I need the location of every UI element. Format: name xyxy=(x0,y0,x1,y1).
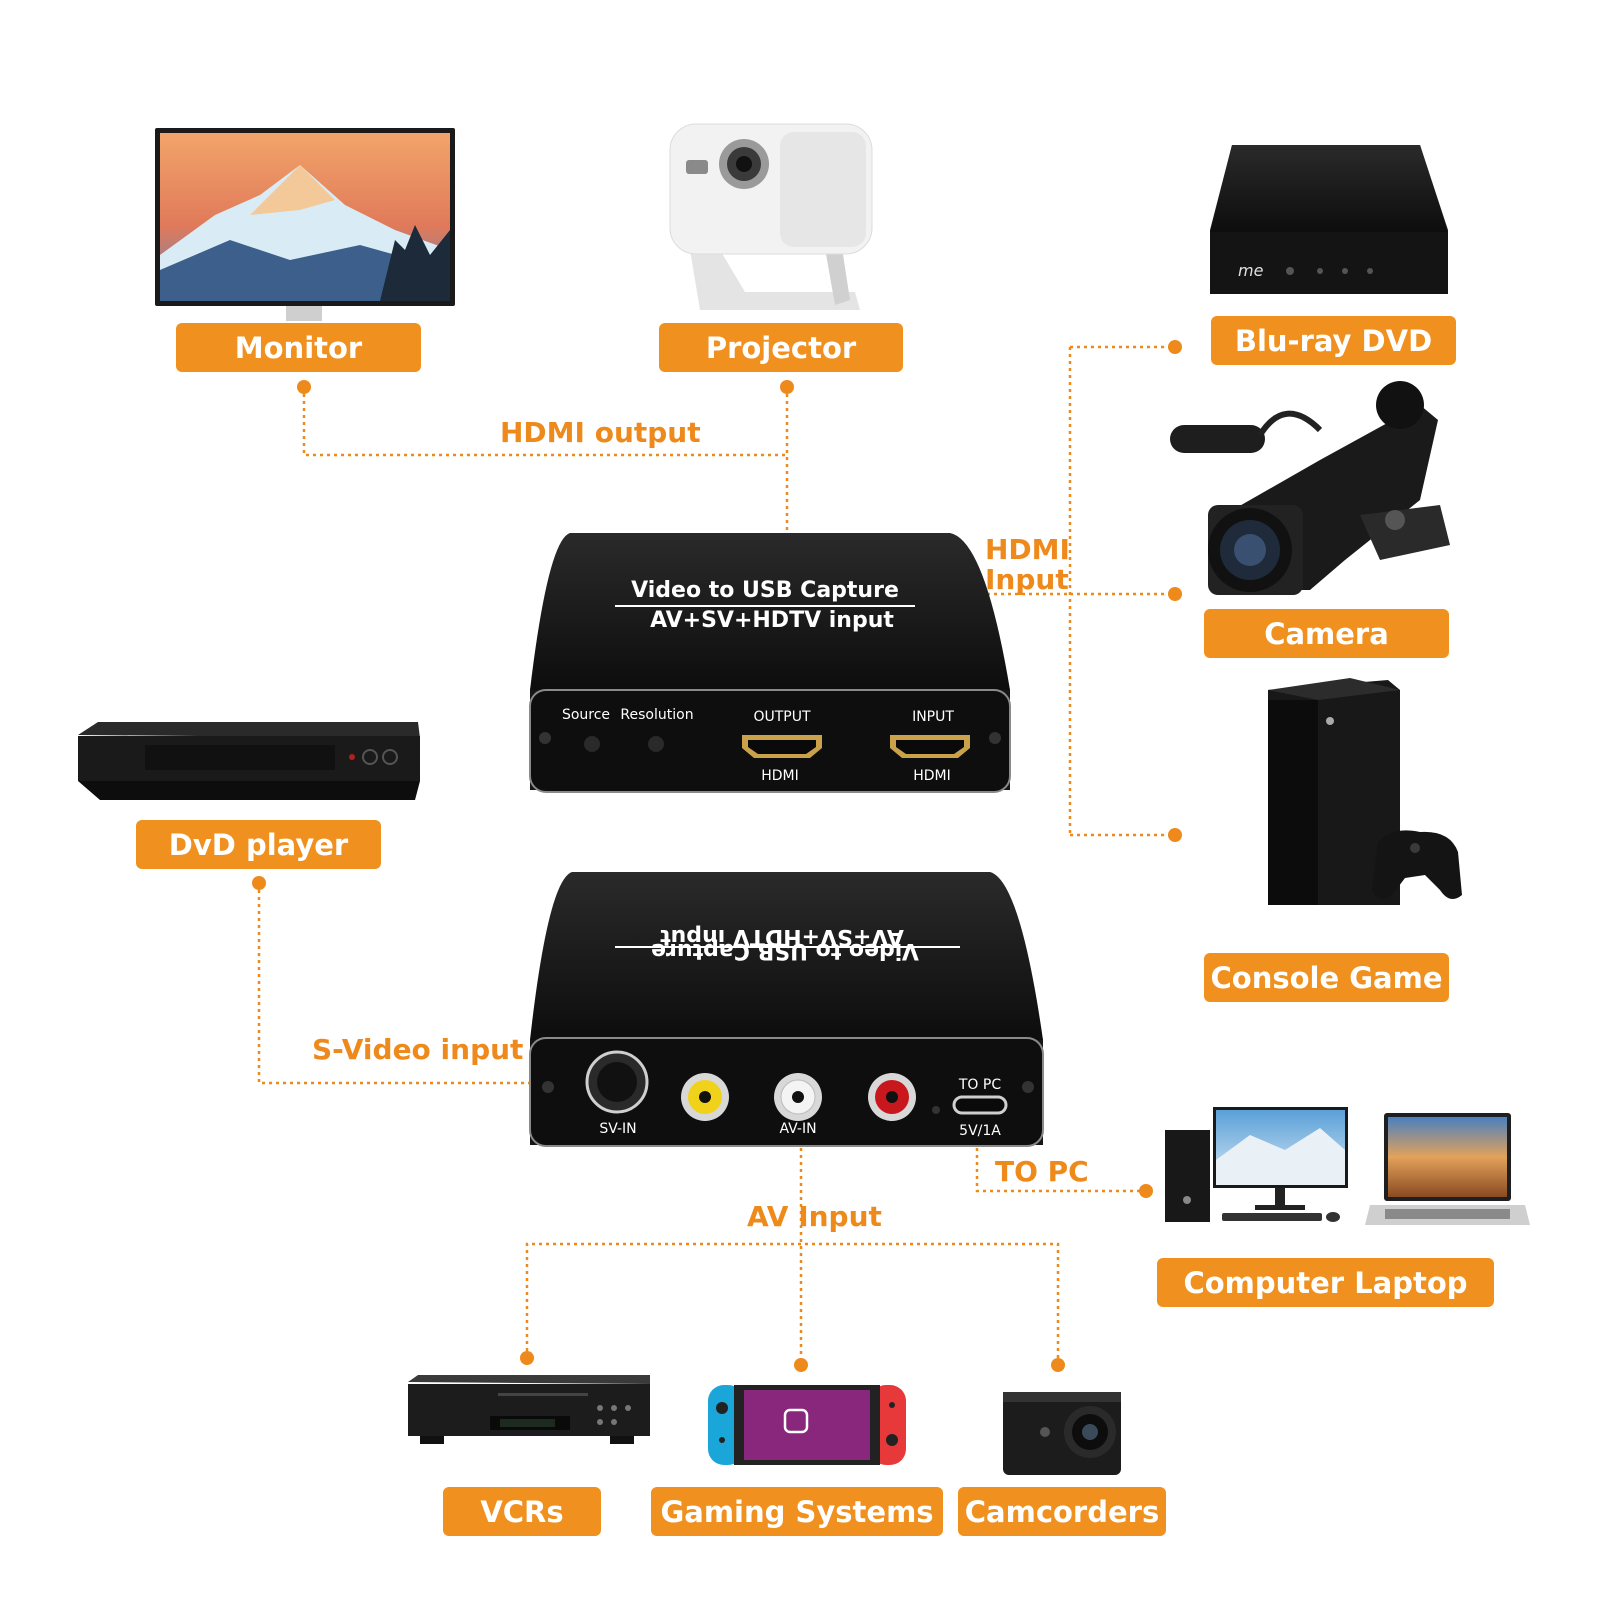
to-pc-text: TO PC xyxy=(995,1155,1089,1188)
power-rating-label: 5V/1A xyxy=(959,1123,1001,1139)
hdmi-input-port-label: INPUT xyxy=(912,709,954,725)
monitor-icon xyxy=(155,128,455,321)
line-monitor xyxy=(302,387,787,457)
svideo-input-text: S-Video input xyxy=(312,1033,524,1066)
hdmi-output-text: HDMI output xyxy=(500,416,701,449)
to-pc-port-label: TO PC xyxy=(958,1077,1001,1093)
capture-device-bottom xyxy=(529,872,1044,1147)
console-game-label: Console Game xyxy=(1204,953,1449,1002)
bluray-label: Blu-ray DVD xyxy=(1211,316,1456,365)
hdmi-input-text-line2: Input xyxy=(985,563,1069,596)
handheld-console-icon xyxy=(708,1385,906,1465)
top-device-title: Video to USB Capture xyxy=(631,578,899,603)
projector-icon xyxy=(669,123,873,310)
connector-lines xyxy=(257,345,1175,1365)
camcorder-icon xyxy=(1003,1392,1121,1475)
projector-label: Projector xyxy=(659,323,903,372)
svg-text:me: me xyxy=(1238,261,1264,280)
resolution-button-label: Resolution xyxy=(620,707,693,723)
line-av-bus xyxy=(525,1242,1060,1365)
bottom-device-subtitle: AV+SV+HDTV input xyxy=(660,924,904,949)
laptop-icon xyxy=(1365,1113,1530,1225)
gaming-systems-label: Gaming Systems xyxy=(651,1487,943,1536)
sv-in-label: SV-IN xyxy=(599,1121,636,1137)
desktop-computer-icon xyxy=(1165,1107,1348,1222)
hdmi-left-label: HDMI xyxy=(761,768,799,784)
game-console-icon xyxy=(1268,678,1462,905)
capture-device-top xyxy=(529,533,1011,793)
monitor-label: Monitor xyxy=(176,323,421,372)
connector-dots xyxy=(252,340,1182,1372)
source-button-label: Source xyxy=(562,707,610,723)
camera-label: Camera xyxy=(1204,609,1449,658)
bluray-player-icon: me xyxy=(1210,145,1448,294)
dvd-player-icon xyxy=(78,722,420,800)
vcrs-label: VCRs xyxy=(443,1487,601,1536)
hdmi-right-label: HDMI xyxy=(913,768,951,784)
av-in-label: AV-IN xyxy=(779,1121,816,1137)
video-camera-icon xyxy=(1170,381,1450,595)
dvd-player-label: DvD player xyxy=(136,820,381,869)
top-device-subtitle: AV+SV+HDTV input xyxy=(650,608,894,633)
av-input-text: AV Input xyxy=(747,1200,882,1233)
bottom-device-title: Video to USB Capture xyxy=(651,938,919,963)
hdmi-input-text-line1: HDMI xyxy=(985,533,1070,566)
computer-laptop-label: Computer Laptop xyxy=(1157,1258,1494,1307)
hdmi-output-port-label: OUTPUT xyxy=(753,709,811,725)
camcorders-label: Camcorders xyxy=(958,1487,1166,1536)
vcr-icon xyxy=(408,1375,650,1444)
